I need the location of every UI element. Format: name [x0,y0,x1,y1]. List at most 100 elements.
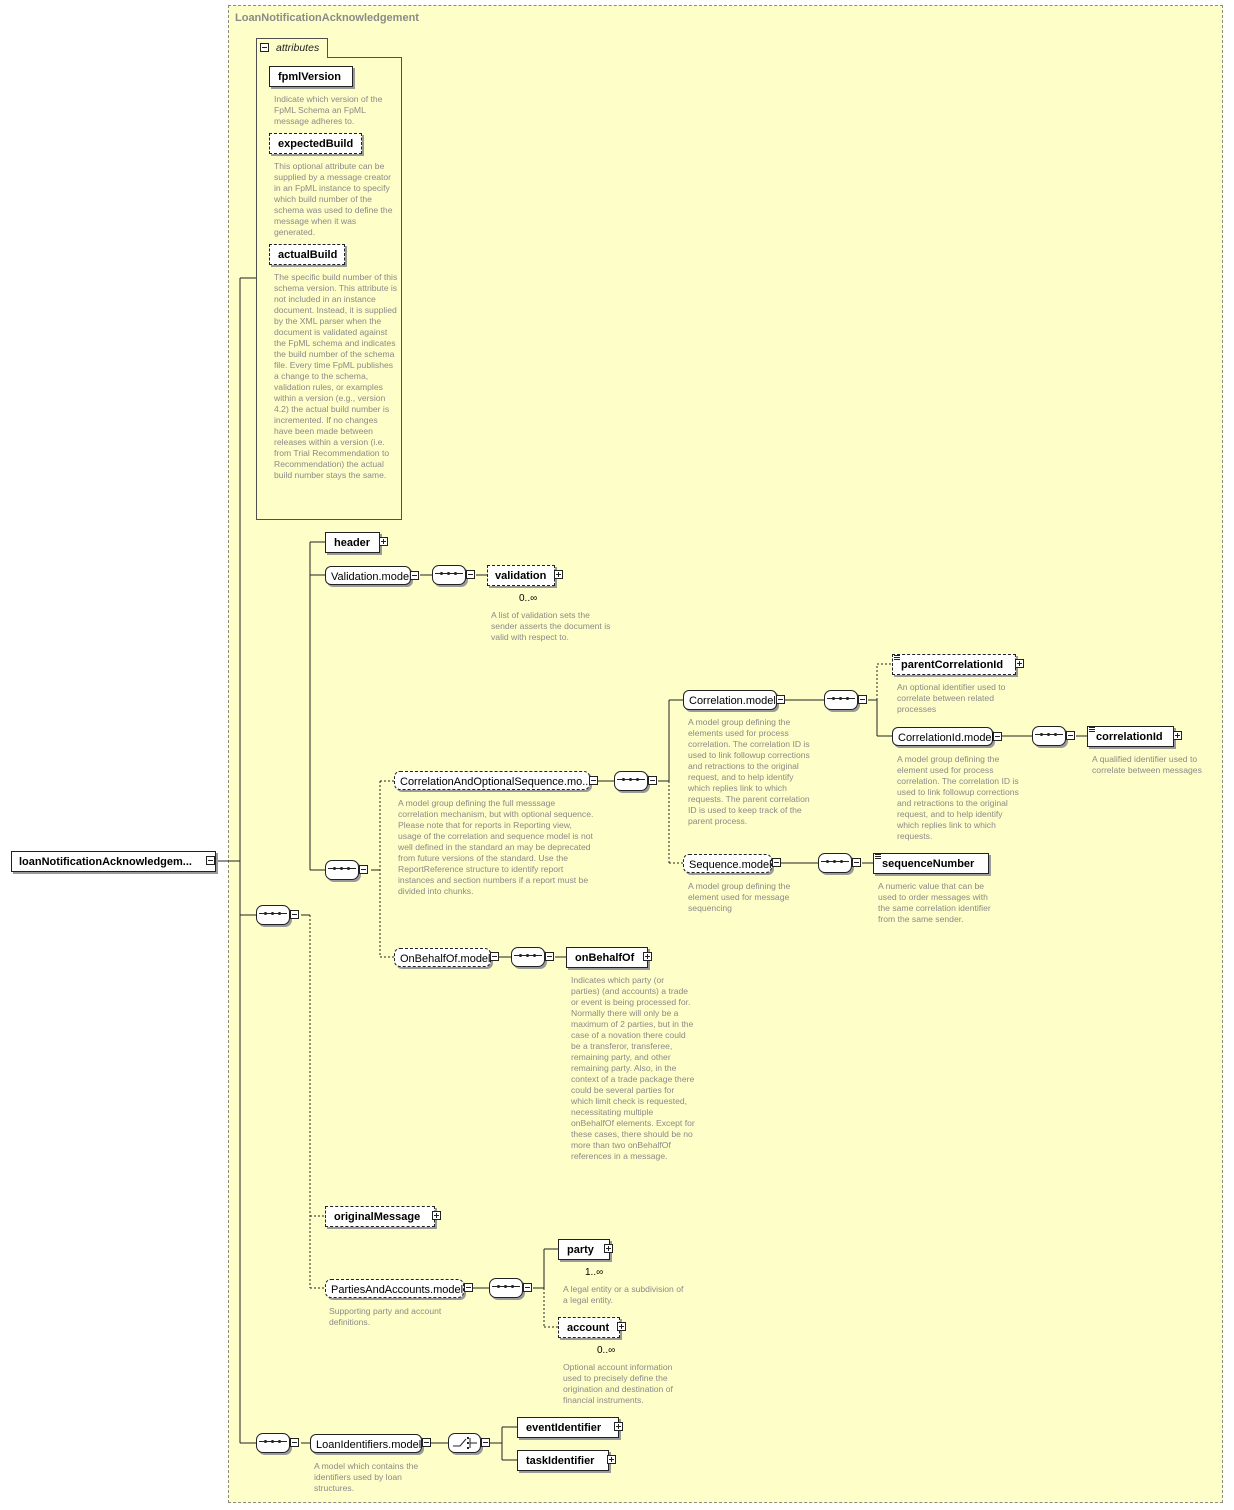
attributes-tab[interactable]: attributes [256,38,328,58]
attribute-expectedbuild[interactable]: expectedBuild [269,133,362,154]
group-loan-identifiers-model[interactable]: LoanIdentifiers.model [310,1434,422,1453]
attribute-name: fpmlVersion [278,71,341,83]
simple-content-icon [1089,727,1095,733]
expand-toggle-icon[interactable] [379,537,388,546]
element-label: account [567,1322,610,1334]
group-validation-model[interactable]: Validation.model [325,566,412,585]
expand-toggle-icon[interactable] [554,570,563,579]
element-label: originalMessage [334,1211,421,1223]
element-validation[interactable]: validation [487,565,555,586]
group-label: CorrelationAndOptionalSequence.mo... [400,776,592,788]
collapse-toggle-icon[interactable] [1066,731,1075,740]
collapse-toggle-icon[interactable] [464,1283,473,1292]
element-description: A numeric value that can be used to orde… [878,881,991,924]
collapse-toggle-icon[interactable] [772,858,781,867]
sequence-compositor-icon [818,853,852,873]
element-original-message[interactable]: originalMessage [325,1206,435,1227]
expand-toggle-icon[interactable] [643,952,652,961]
cardinality-label: 0..∞ [519,593,538,604]
group-correlation-and-optional-sequence[interactable]: CorrelationAndOptionalSequence.mo... [394,771,592,790]
element-parent-correlation-id[interactable]: parentCorrelationId [892,654,1016,675]
group-description: Supporting party and account definitions… [329,1306,442,1327]
element-party[interactable]: party [558,1239,610,1260]
collapse-toggle-icon[interactable] [410,571,419,580]
choice-compositor-icon [448,1433,481,1453]
group-label: PartiesAndAccounts.model [331,1284,464,1296]
cardinality-label: 1..∞ [585,1267,604,1278]
expand-toggle-icon[interactable] [1015,659,1024,668]
sequence-compositor-icon [511,947,545,967]
group-description: A model which contains the identifiers u… [314,1461,419,1493]
element-on-behalf-of[interactable]: onBehalfOf [566,947,648,968]
element-event-identifier[interactable]: eventIdentifier [517,1417,619,1438]
collapse-toggle-icon[interactable] [466,570,475,579]
sequence-compositor-icon [1032,726,1066,746]
sequence-compositor-icon [256,905,290,925]
collapse-toggle-icon[interactable] [481,1438,490,1447]
element-label: sequenceNumber [882,858,975,870]
element-task-identifier[interactable]: taskIdentifier [517,1450,609,1471]
element-header[interactable]: header [325,532,380,553]
collapse-toggle-icon[interactable] [858,695,867,704]
group-correlation-id-model[interactable]: CorrelationId.model [892,727,994,746]
collapse-toggle-icon[interactable] [290,1438,299,1447]
sequence-compositor-icon [614,771,648,791]
collapse-toggle-icon[interactable] [206,856,215,865]
group-parties-and-accounts-model[interactable]: PartiesAndAccounts.model [325,1279,464,1298]
group-description: A model group defining the full messsage… [398,798,594,896]
sequence-compositor-icon [256,1433,290,1453]
collapse-toggle-icon[interactable] [776,695,785,704]
group-description: A model group defining the element used … [688,881,791,913]
element-correlation-id[interactable]: correlationId [1087,726,1174,747]
element-sequence-number[interactable]: sequenceNumber [873,853,989,874]
expand-toggle-icon[interactable] [604,1244,613,1253]
collapse-toggle-icon[interactable] [852,858,861,867]
sequence-compositor-icon [432,565,466,585]
expand-toggle-icon[interactable] [1173,731,1182,740]
element-description: Indicates which party (or parties) (and … [571,975,695,1161]
collapse-toggle-icon[interactable] [290,910,299,919]
group-sequence-model[interactable]: Sequence.model [683,854,772,873]
group-label: CorrelationId.model [898,732,994,744]
collapse-toggle-icon[interactable] [260,43,269,52]
element-description: A legal entity or a subdivision of a leg… [563,1284,684,1305]
group-on-behalf-of-model[interactable]: OnBehalfOf.model [394,948,491,967]
collapse-toggle-icon[interactable] [589,776,598,785]
group-label: LoanIdentifiers.model [316,1439,422,1451]
collapse-toggle-icon[interactable] [648,776,657,785]
sequence-compositor-icon [489,1278,523,1298]
collapse-toggle-icon[interactable] [545,952,554,961]
group-label: Validation.model [331,571,412,583]
container-title: LoanNotificationAcknowledgement [235,12,419,24]
expand-toggle-icon[interactable] [614,1422,623,1431]
attribute-actualbuild[interactable]: actualBuild [269,244,345,265]
expand-toggle-icon[interactable] [617,1322,626,1331]
collapse-toggle-icon[interactable] [993,732,1002,741]
collapse-toggle-icon[interactable] [422,1438,431,1447]
collapse-toggle-icon[interactable] [490,952,499,961]
collapse-toggle-icon[interactable] [359,865,368,874]
element-description: An optional identifier used to correlate… [897,682,1006,714]
element-label: validation [495,570,547,582]
group-label: Correlation.model [689,695,776,707]
element-label: onBehalfOf [575,952,635,964]
attribute-description: Indicate which version of the FpML Schem… [274,94,383,126]
element-description: Optional account information used to pre… [563,1362,673,1405]
expand-toggle-icon[interactable] [607,1455,616,1464]
group-correlation-model[interactable]: Correlation.model [683,690,777,710]
element-label: header [334,537,371,549]
element-label: taskIdentifier [526,1455,595,1467]
sequence-compositor-icon [824,690,858,710]
attribute-name: expectedBuild [278,138,354,150]
collapse-toggle-icon[interactable] [523,1283,532,1292]
expand-toggle-icon[interactable] [432,1211,441,1220]
element-account[interactable]: account [558,1317,620,1338]
cardinality-label: 0..∞ [597,1345,616,1356]
attribute-fpmlversion[interactable]: fpmlVersion [269,66,353,87]
root-element[interactable]: loanNotificationAcknowledgem... [11,851,216,872]
simple-content-icon [875,854,881,860]
attribute-description: The specific build number of this schema… [274,272,398,480]
simple-content-icon [894,655,900,661]
element-description: A list of validation sets the sender ass… [491,610,611,642]
